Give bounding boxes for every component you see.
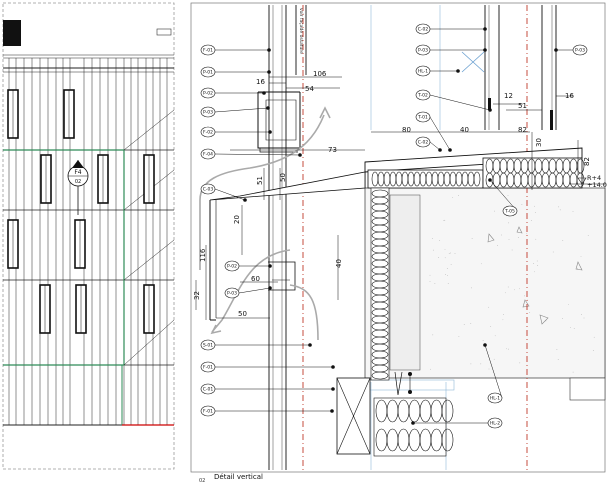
tag-label: P-02: [227, 264, 237, 270]
tag-p-02[interactable]: P-02: [200, 87, 266, 99]
tag-c-01[interactable]: C-01: [200, 383, 335, 395]
tag-label: P-01: [203, 70, 213, 76]
facade-elevation-panel: F4 02: [2, 2, 175, 470]
tag-label: HL-2: [490, 421, 500, 427]
tag-p-01[interactable]: P-01: [200, 66, 271, 78]
tag-f-04[interactable]: F-04: [200, 148, 302, 160]
dim-12: 12: [504, 92, 513, 100]
tag-hl-1[interactable]: HL-1: [415, 65, 460, 77]
dim-20: 20: [233, 215, 241, 224]
tag-label: C-02: [418, 140, 429, 146]
tag-label: F-01: [203, 48, 213, 54]
caption-title: Détail vertical: [214, 473, 263, 481]
tag-t-02[interactable]: T-02: [415, 89, 492, 112]
tag-c-03[interactable]: C-03: [200, 183, 247, 202]
tag-label: F-01: [203, 409, 213, 415]
vertical-detail-panel: 106 16 54 12 51 16 80 40 82 73 51 50 82 …: [190, 2, 607, 473]
dim-106: 106: [313, 70, 327, 78]
tag-f-01[interactable]: F-01: [200, 361, 335, 373]
tag-label: P-03: [227, 291, 237, 297]
vertical-note: voir façade ossature: [298, 8, 304, 54]
tag-p-03[interactable]: P-03: [415, 44, 487, 56]
tag-label: T-05: [504, 209, 515, 215]
tag-hl-1[interactable]: HL-1: [483, 343, 503, 404]
dim-40b: 40: [335, 259, 343, 268]
dim-82b: 82: [583, 157, 591, 166]
tag-label: F-04: [203, 152, 213, 158]
tag-c-02[interactable]: C-02: [415, 23, 487, 35]
tag-label: C-03: [203, 187, 214, 193]
tag-s-01[interactable]: S-01: [200, 339, 312, 351]
dim-54: 54: [305, 85, 314, 93]
tag-f-01[interactable]: F-01: [200, 405, 334, 417]
dim-51b: 51: [256, 176, 264, 185]
tag-label: S-01: [203, 343, 213, 349]
dim-50b: 50: [238, 310, 247, 318]
tag-label: HL-1: [490, 396, 500, 402]
section-marker-sheet: 02: [75, 179, 81, 185]
tag-t-01[interactable]: T-01: [415, 111, 452, 152]
tag-hl-2[interactable]: HL-2: [411, 417, 503, 429]
dim-73: 73: [328, 146, 337, 154]
section-marker-code: F4: [74, 169, 81, 176]
tag-label: HL-1: [418, 69, 428, 75]
dim-60: 60: [251, 275, 260, 283]
tag-label: F-01: [203, 365, 213, 371]
tag-label: F-02: [203, 130, 213, 136]
tag-f-02[interactable]: F-02: [200, 126, 272, 138]
level-value: +14.0: [587, 181, 607, 189]
level-marker: R+4 +14.0: [570, 174, 607, 189]
tag-p-03[interactable]: P-03: [554, 44, 588, 56]
tag-p-03[interactable]: P-03: [224, 286, 272, 299]
dim-40a: 40: [460, 126, 469, 134]
dim-51: 51: [518, 102, 527, 110]
dim-116: 116: [199, 248, 207, 262]
dim-82a: 82: [518, 126, 527, 134]
tag-f-01[interactable]: F-01: [200, 44, 271, 56]
tag-label: T-02: [417, 93, 428, 99]
tag-label: P-03: [575, 48, 585, 54]
tag-label: P-02: [203, 91, 213, 97]
dim-80: 80: [402, 126, 411, 134]
tag-p-03[interactable]: P-03: [200, 106, 270, 118]
dim-32: 32: [193, 291, 201, 300]
dim-50a: 50: [279, 173, 287, 182]
section-marker[interactable]: F4 02: [67, 160, 89, 215]
tag-t-05[interactable]: T-05: [488, 178, 518, 217]
dim-16a: 16: [256, 78, 265, 86]
tag-c-02[interactable]: C-02: [415, 136, 442, 152]
level-name: R+4: [587, 174, 601, 182]
tag-label: T-01: [417, 115, 428, 121]
tag-label: P-03: [418, 48, 428, 54]
tag-label: C-01: [203, 387, 214, 393]
tag-label: P-03: [203, 110, 213, 116]
dim-16b: 16: [565, 92, 574, 100]
dim-30: 30: [535, 138, 543, 147]
caption-number: 02: [199, 478, 206, 484]
tag-p-02[interactable]: P-02: [224, 260, 272, 272]
tag-label: C-02: [418, 27, 429, 33]
